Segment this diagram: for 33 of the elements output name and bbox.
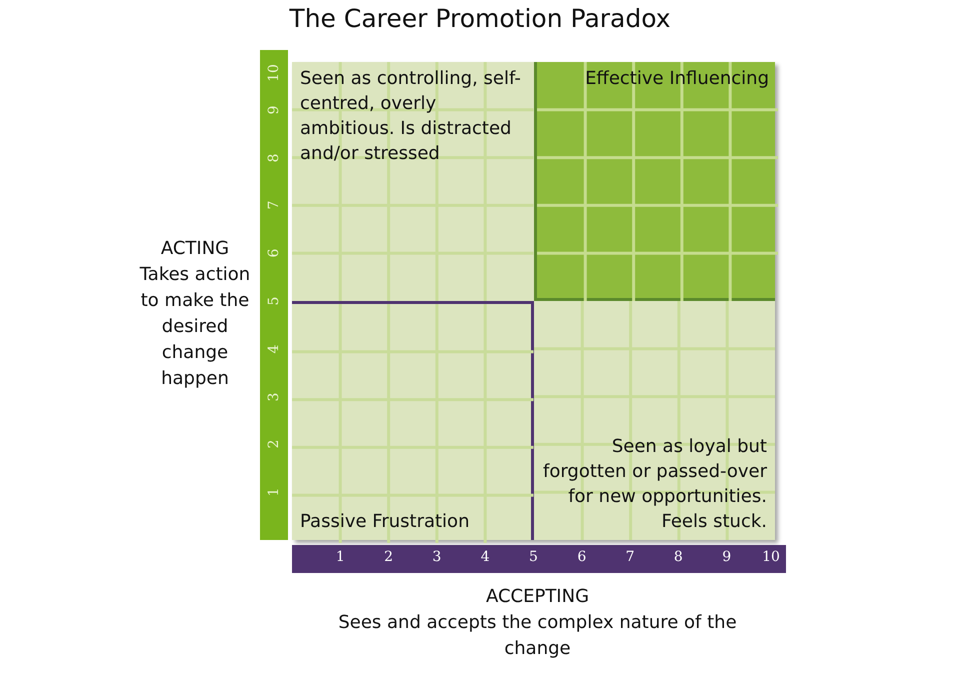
x-tick-label: 1	[334, 548, 346, 566]
y-tick-label: 9	[265, 104, 283, 116]
x-tick-label: 10	[761, 548, 781, 566]
quadrant-box	[292, 301, 534, 540]
x-tick-label: 7	[624, 548, 636, 566]
x-tick-label: 8	[672, 548, 684, 566]
y-tick-label: 6	[265, 248, 283, 260]
y-tick-label: 8	[265, 152, 283, 164]
y-tick-label: 10	[265, 63, 283, 84]
axis-title: ACTING	[160, 237, 230, 261]
quadrant-text: Seen as controlling, self-centred, overly ambitious. Is distracted and/or stressed	[299, 67, 522, 166]
y-tick-label: 4	[265, 343, 283, 356]
chart-title: The Career Promotion Paradox	[288, 4, 672, 33]
axis-description: Takes action to make the desired change happen	[138, 263, 252, 391]
quadrant-box	[534, 62, 775, 301]
x-tick-label: 2	[383, 548, 394, 566]
y-tick-label: 2	[265, 438, 283, 451]
x-tick-label: 3	[431, 548, 442, 566]
y-tick-label: 5	[265, 296, 283, 308]
quadrant-text: Effective Influencing	[584, 67, 770, 91]
y-tick-label: 7	[265, 200, 283, 212]
y-tick-label: 1	[265, 486, 283, 499]
quadrant-box	[292, 62, 534, 301]
x-tick-label: 5	[528, 548, 539, 566]
quadrant-text: Seen as loyal but forgotten or passed-over for new opportunities. Feels stuck.	[542, 435, 767, 534]
x-tick-label: 6	[576, 548, 588, 566]
y-tick-label: 3	[265, 391, 283, 404]
quadrant-box	[534, 301, 775, 540]
axis-title: ACCEPTING	[484, 585, 590, 609]
x-tick-label: 4	[480, 548, 491, 566]
x-tick-label: 9	[721, 548, 732, 566]
axis-description: Sees and accepts the complex nature of the change	[337, 611, 738, 661]
quadrant-text: Passive Frustration	[300, 510, 470, 534]
